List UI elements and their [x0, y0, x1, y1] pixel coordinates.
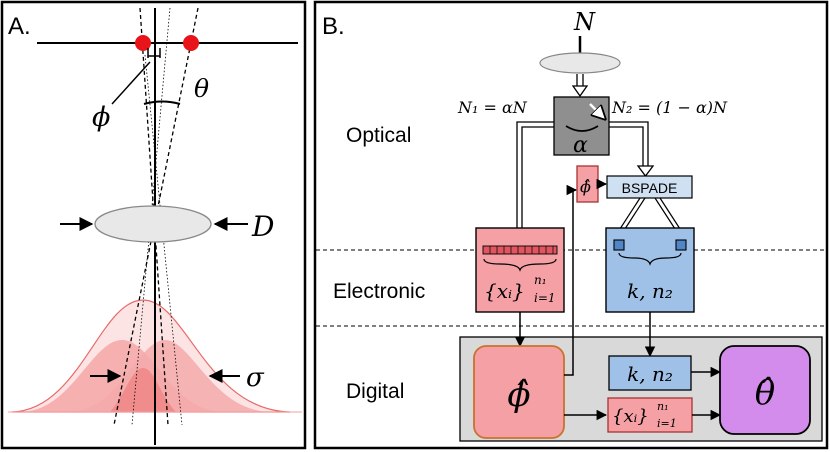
splitter-alpha-arc — [565, 125, 599, 132]
pixel-brace — [483, 258, 557, 272]
layer-label-digital: Digital — [346, 380, 404, 403]
pixel-array — [482, 245, 558, 255]
pixel-counts-sup: n₁ — [534, 273, 547, 287]
spade-mode-right — [675, 239, 687, 251]
phi-estimator-symbol: ϕ̂ — [507, 375, 530, 415]
theta-estimator-symbol: θ̂ — [755, 373, 775, 413]
aperture-symbol: D — [251, 210, 274, 243]
point-source-left — [135, 35, 151, 51]
theta-symbol: θ — [194, 74, 209, 103]
sigma-symbol: σ — [246, 363, 265, 393]
phi-symbol: ϕ — [92, 102, 110, 133]
layer-label-optical: Optical — [346, 124, 411, 147]
lens-to-splitter-arrow — [576, 74, 584, 86]
pixel-counts-sub: i=1 — [534, 291, 556, 305]
bspade-box — [606, 175, 693, 199]
panel-a: A. ϕ θ D σ — [0, 0, 307, 450]
n2-equation: N₂ = (1 − α)N — [611, 98, 728, 117]
collection-lens — [539, 52, 621, 74]
n2-path-arrowhead — [636, 165, 655, 178]
panel-a-label: A. — [8, 13, 31, 40]
spade-counts: k, n₂ — [627, 279, 673, 303]
digital-kn2-box — [608, 355, 692, 391]
phi-feedback-line — [564, 184, 578, 376]
lens-to-splitter-arrowhead — [571, 85, 589, 98]
bspade-out-left — [617, 197, 646, 233]
theta-estimator-box — [719, 345, 811, 435]
theta-arc — [143, 100, 181, 105]
phi-pointer — [111, 61, 151, 105]
photon-count-symbol: N — [573, 8, 596, 36]
digital-x-set: {xᵢ} — [612, 406, 649, 427]
splitter-reflect-arrow — [589, 103, 604, 118]
mode-brace — [618, 252, 682, 266]
panel-b-label: B. — [322, 13, 345, 40]
spade-mode-left — [613, 239, 625, 251]
bspade-label: BSPADE — [622, 180, 678, 196]
digital-x-box — [607, 397, 693, 433]
n2-path — [609, 121, 649, 166]
phi-estimator-box — [473, 345, 565, 439]
n1-equation: N₁ = αN — [457, 98, 528, 117]
phi-hat-feedback-symbol: ϕ̂ — [580, 177, 591, 196]
bspade-out-right — [654, 197, 683, 233]
lens-ellipse — [94, 205, 212, 243]
digital-x-sup: n₁ — [657, 400, 669, 413]
point-source-right — [183, 35, 199, 51]
psf-overlap — [110, 368, 176, 412]
splitter-alpha-symbol: α — [573, 133, 588, 158]
pixel-counts-set: {xᵢ} — [484, 279, 525, 303]
digital-x-sub: i=1 — [657, 417, 677, 430]
layer-label-electronic: Electronic — [333, 280, 425, 303]
digital-kn2-text: k, n₂ — [627, 362, 673, 386]
panel-b: B. Optical Electronic Digital N α N₁ = α… — [313, 0, 829, 450]
n1-path — [516, 121, 554, 238]
